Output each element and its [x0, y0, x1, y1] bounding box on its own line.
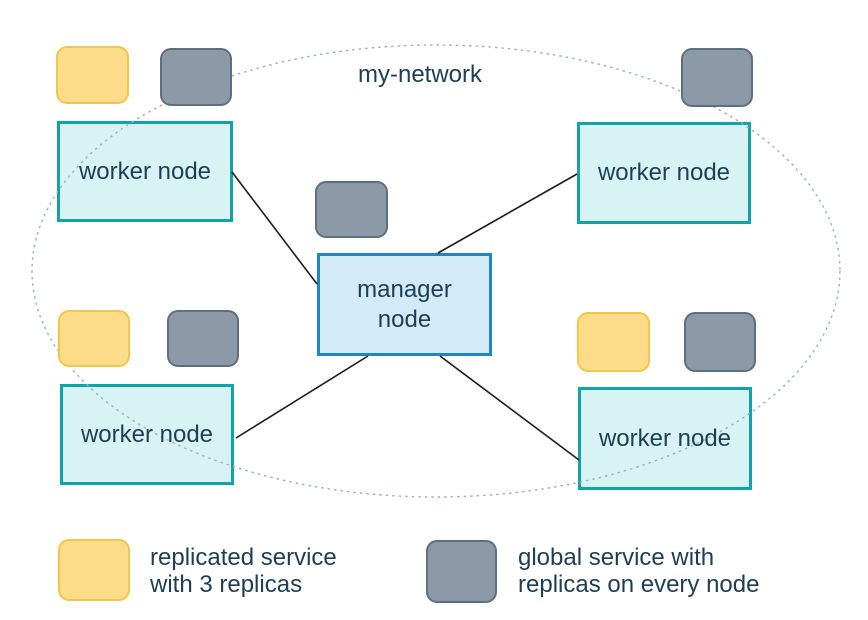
- manager-node: manager node: [317, 253, 492, 356]
- network-name-label: my-network: [358, 61, 483, 88]
- replicated-service-icon: [577, 312, 650, 372]
- worker-node-label: worker node: [78, 157, 212, 185]
- manager-node-label: manager node: [357, 275, 452, 333]
- worker-node-top-left: worker node: [57, 121, 233, 222]
- legend-replicated-service-icon: [58, 539, 130, 601]
- legend-global-service-label: global service with replicas on every no…: [518, 544, 760, 598]
- worker-node-label: worker node: [80, 420, 214, 448]
- worker-node-bottom-right: worker node: [578, 387, 752, 490]
- link-manager-worker-top-left: [231, 171, 318, 285]
- link-manager-worker-bottom-right: [439, 355, 580, 461]
- global-service-icon: [160, 48, 232, 106]
- global-service-icon: [681, 48, 753, 107]
- legend-replicated-service-label: replicated service with 3 replicas: [150, 544, 337, 598]
- legend-global-service-icon: [426, 540, 497, 603]
- link-manager-worker-bottom-left: [235, 355, 369, 439]
- global-service-icon: [167, 310, 239, 367]
- worker-node-label: worker node: [597, 159, 731, 186]
- replicated-service-icon: [56, 46, 129, 104]
- replicated-service-icon: [58, 310, 130, 367]
- link-manager-worker-top-right: [437, 173, 578, 254]
- global-service-icon: [315, 181, 388, 238]
- worker-node-label: worker node: [598, 424, 732, 452]
- worker-node-bottom-left: worker node: [60, 384, 234, 485]
- global-service-icon: [684, 312, 756, 372]
- worker-node-top-right: worker node: [577, 122, 751, 224]
